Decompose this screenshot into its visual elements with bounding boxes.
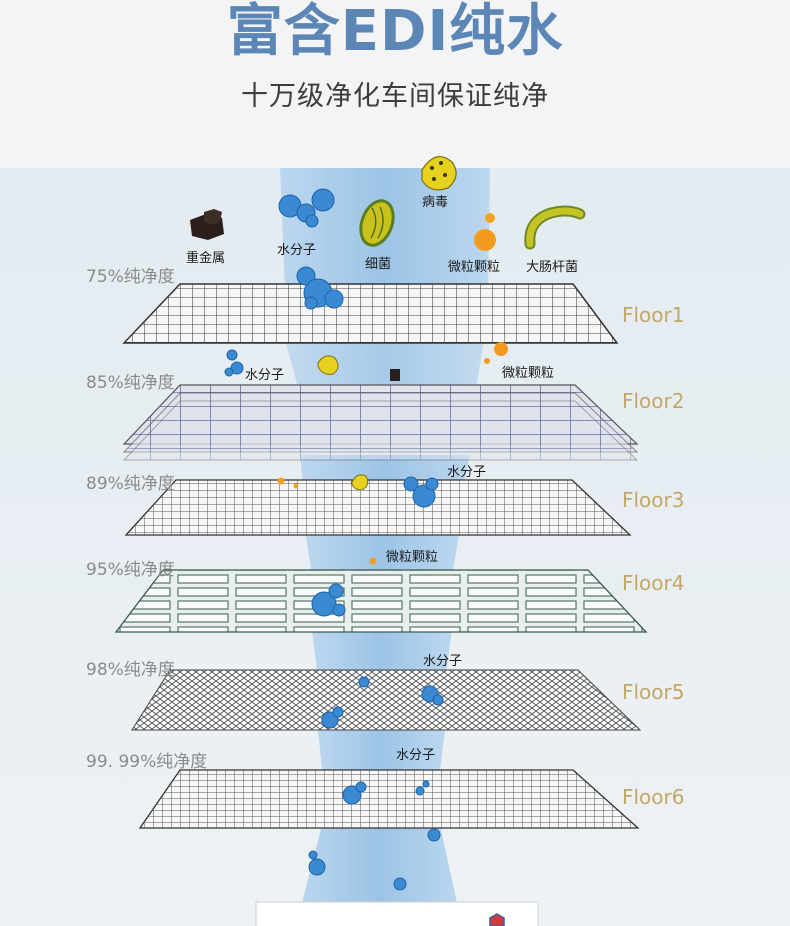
purity-label-2: 85%纯净度 bbox=[86, 373, 175, 393]
label-heavy-metal: 重金属 bbox=[186, 251, 226, 266]
label-water-molecule: 水分子 bbox=[277, 243, 317, 258]
water-molecule-icon bbox=[224, 349, 244, 377]
ecoli-icon bbox=[524, 205, 586, 250]
virus-icon bbox=[317, 355, 339, 375]
label-virus: 病毒 bbox=[422, 195, 449, 210]
label-micro-particle: 微粒颗粒 bbox=[448, 260, 501, 275]
purity-label-5: 98%纯净度 bbox=[86, 660, 175, 680]
header: 富含EDI纯水 十万级净化车间保证纯净 bbox=[0, 0, 790, 168]
micro-particle-icon bbox=[474, 213, 496, 251]
filter-floor-3 bbox=[124, 479, 632, 536]
water-molecule-icon bbox=[296, 266, 344, 310]
floor-label-3: Floor3 bbox=[622, 488, 685, 512]
label-micro-particle: 微粒颗粒 bbox=[502, 366, 555, 381]
floor-label-6: Floor6 bbox=[622, 785, 685, 809]
micro-particle-icon bbox=[484, 342, 508, 364]
purity-label-1: 75%纯净度 bbox=[86, 267, 175, 287]
heavy-metal-icon bbox=[190, 209, 224, 240]
micro-particle-icon bbox=[277, 477, 299, 489]
heavy-metal-icon bbox=[390, 369, 400, 381]
floor-label-5: Floor5 bbox=[622, 680, 685, 704]
page-subtitle: 十万级净化车间保证纯净 bbox=[241, 81, 549, 112]
purity-label-6: 99. 99%纯净度 bbox=[86, 752, 208, 772]
floor-label-1: Floor1 bbox=[622, 303, 685, 327]
water-molecule-icon bbox=[278, 188, 335, 228]
label-water-molecule: 水分子 bbox=[423, 654, 463, 669]
label-water-molecule: 水分子 bbox=[447, 465, 487, 480]
virus-icon bbox=[421, 155, 457, 191]
filter-floor-4 bbox=[114, 569, 648, 633]
label-ecoli: 大肠杆菌 bbox=[526, 260, 579, 275]
water-molecule-icon bbox=[321, 676, 444, 729]
filter-floor-1 bbox=[122, 283, 619, 344]
purity-label-3: 89%纯净度 bbox=[86, 474, 175, 494]
filter-floor-5 bbox=[131, 669, 642, 731]
label-bacteria: 细菌 bbox=[365, 257, 392, 272]
label-micro-particle: 微粒颗粒 bbox=[386, 550, 439, 565]
floor-label-4: Floor4 bbox=[622, 571, 685, 595]
water-molecule-icon bbox=[311, 583, 346, 617]
water-molecule-icon bbox=[308, 780, 441, 891]
filter-floor-6 bbox=[138, 769, 640, 829]
label-water-molecule: 水分子 bbox=[396, 748, 436, 763]
micro-particle-icon bbox=[369, 557, 377, 565]
water-molecule-icon bbox=[403, 476, 439, 508]
bacteria-icon bbox=[359, 199, 395, 247]
shield-icon bbox=[489, 913, 505, 926]
purity-label-4: 95%纯净度 bbox=[86, 560, 175, 580]
page-title: 富含EDI纯水 bbox=[226, 0, 564, 64]
virus-icon bbox=[351, 474, 369, 491]
floor-label-2: Floor2 bbox=[622, 389, 685, 413]
label-water-molecule: 水分子 bbox=[245, 368, 285, 383]
